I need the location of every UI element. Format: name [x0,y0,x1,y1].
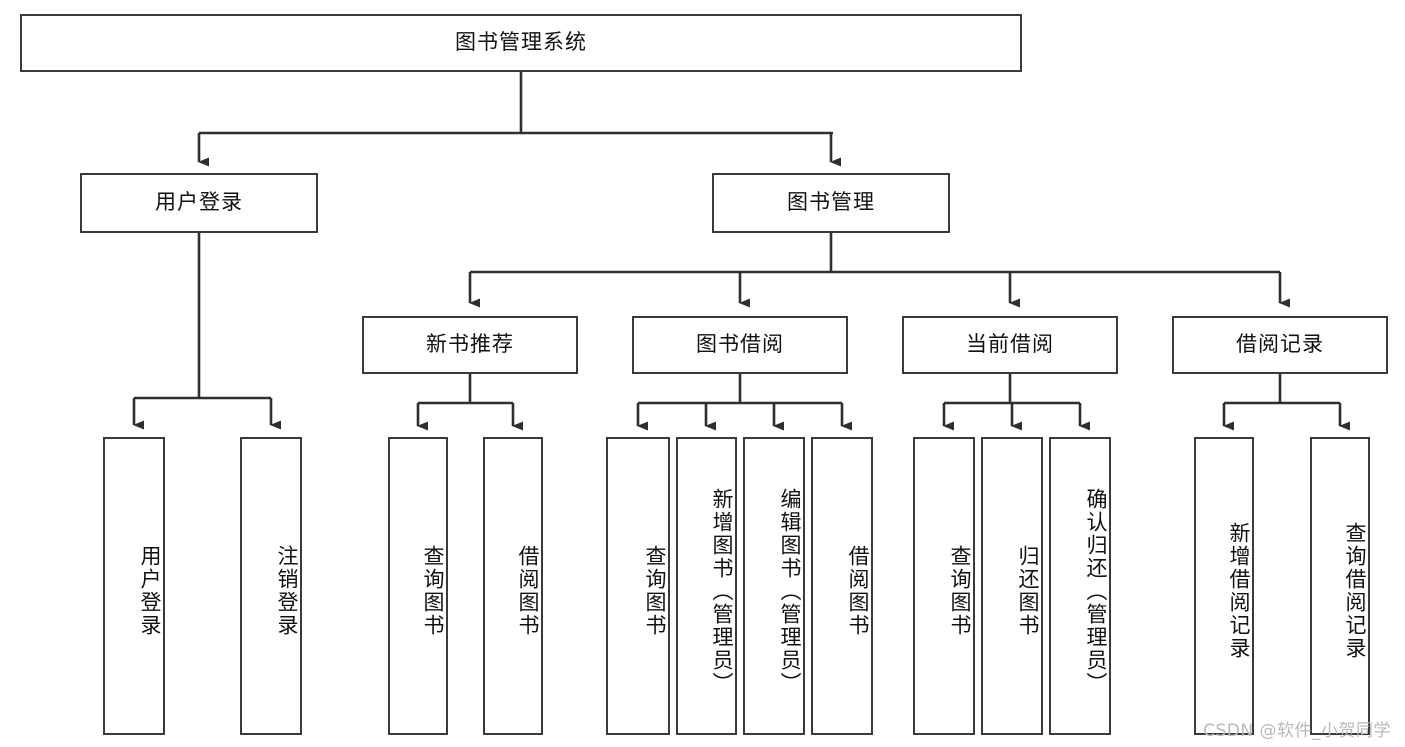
node-current-borrow[interactable]: 当前借阅 [902,316,1118,374]
leaf-borrow-edit-book-admin[interactable]: 编辑图书（管理员） [743,437,805,735]
leaf-label: 确认归还（管理员） [1084,487,1108,695]
leaf-label: 注销登录 [275,545,299,637]
leaf-label: 借阅图书 [516,545,540,637]
node-user-login-label: 用户登录 [155,190,243,215]
leaf-label: 查询图书 [421,545,445,637]
leaf-borrow-query-book[interactable]: 查询图书 [606,437,670,735]
leaf-label: 新增借阅记录 [1227,522,1251,660]
node-borrow-record[interactable]: 借阅记录 [1172,316,1388,374]
leaf-label: 用户登录 [138,545,162,637]
leaf-user-login-logout[interactable]: 注销登录 [240,437,302,735]
leaf-borrow-borrow-book[interactable]: 借阅图书 [811,437,873,735]
leaf-current-return-book[interactable]: 归还图书 [981,437,1043,735]
leaf-new-book-query[interactable]: 查询图书 [388,437,448,735]
leaf-current-confirm-return-admin[interactable]: 确认归还（管理员） [1049,437,1111,735]
leaf-new-book-borrow[interactable]: 借阅图书 [483,437,543,735]
node-book-borrow-label: 图书借阅 [696,332,784,357]
node-borrow-record-label: 借阅记录 [1236,332,1324,357]
leaf-label: 查询图书 [948,545,972,637]
node-root-label: 图书管理系统 [455,30,587,55]
leaf-user-login-login[interactable]: 用户登录 [103,437,165,735]
leaf-record-query-record[interactable]: 查询借阅记录 [1310,437,1370,735]
leaf-label: 新增图书（管理员） [710,487,734,695]
node-book-management[interactable]: 图书管理 [712,173,950,233]
leaf-label: 查询图书 [643,545,667,637]
leaf-borrow-add-book-admin[interactable]: 新增图书（管理员） [676,437,737,735]
node-book-management-label: 图书管理 [787,190,875,215]
node-book-borrow[interactable]: 图书借阅 [632,316,848,374]
node-current-borrow-label: 当前借阅 [966,332,1054,357]
leaf-record-add-record[interactable]: 新增借阅记录 [1194,437,1254,735]
leaf-label: 编辑图书（管理员） [778,487,802,695]
node-root[interactable]: 图书管理系统 [20,14,1022,72]
node-user-login[interactable]: 用户登录 [80,173,318,233]
leaf-label: 查询借阅记录 [1343,522,1367,660]
leaf-label: 借阅图书 [846,545,870,637]
node-new-book-recommend-label: 新书推荐 [426,332,514,357]
leaf-label: 归还图书 [1016,545,1040,637]
node-new-book-recommend[interactable]: 新书推荐 [362,316,578,374]
leaf-current-query-book[interactable]: 查询图书 [913,437,975,735]
watermark: CSDN @软件_小贺同学 [1203,721,1391,741]
